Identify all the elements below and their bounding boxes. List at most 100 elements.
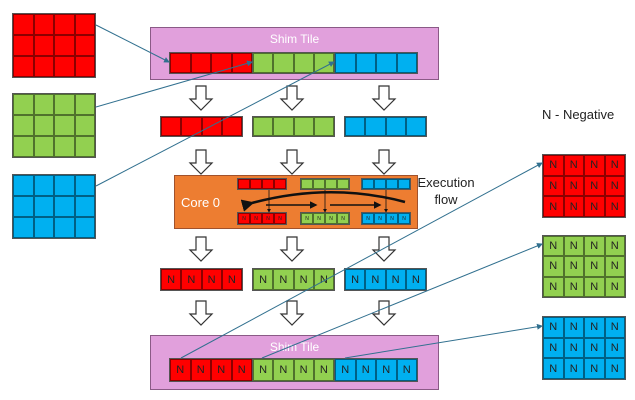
row-cell — [396, 53, 417, 73]
row-cell: N — [273, 269, 294, 290]
row-cell: N — [238, 213, 250, 224]
matrix-cell — [54, 196, 75, 217]
down-arrow-icon-a3 — [371, 85, 397, 111]
shim-tile-top-label: Shim Tile — [269, 32, 320, 46]
matrix-cell — [33, 217, 54, 238]
row-cell: N — [313, 213, 325, 224]
down-arrow-icon-b3 — [371, 149, 397, 175]
matrix-cell: N — [584, 196, 605, 217]
row-cell: N — [293, 359, 314, 381]
row-cell: N — [181, 269, 202, 290]
row-cell: N — [313, 269, 334, 290]
shim-tile-bottom-label: Shim Tile — [269, 340, 320, 354]
matrix-cell — [54, 35, 75, 56]
matrix-cell: N — [563, 236, 584, 257]
matrix-cell: N — [604, 358, 625, 379]
row-cell: N — [345, 269, 366, 290]
row-cell: N — [405, 269, 426, 290]
row-cell — [398, 179, 410, 189]
row-cell: N — [201, 269, 222, 290]
row-cell — [313, 53, 334, 73]
row-cell: N — [253, 269, 274, 290]
matrix-cell: N — [604, 196, 625, 217]
row-cell: N — [274, 213, 286, 224]
row-cell: N — [190, 359, 211, 381]
matrix-cell: N — [563, 276, 584, 297]
matrix-cell: N — [563, 196, 584, 217]
row-cell: N — [211, 359, 232, 381]
row-cell: N — [337, 213, 349, 224]
row-cell: N — [262, 213, 274, 224]
matrix-cell: N — [543, 196, 564, 217]
matrix-cell: N — [563, 155, 584, 176]
matrix-cell — [33, 56, 54, 77]
matrix-cell — [54, 136, 75, 157]
matrix-cell — [13, 136, 34, 157]
matrix-cell — [74, 196, 95, 217]
matrix-cell: N — [563, 358, 584, 379]
matrix-cell: N — [543, 236, 564, 257]
matrix-cell — [74, 175, 95, 196]
row-cell — [190, 53, 211, 73]
input-matrix-blue — [12, 174, 96, 239]
row-cell: N — [362, 213, 374, 224]
matrix-cell — [33, 136, 54, 157]
row-cell: N — [273, 359, 294, 381]
matrix-cell: N — [543, 256, 564, 277]
row-cell: N — [398, 213, 410, 224]
row-cell: N — [170, 359, 191, 381]
row-cell — [293, 117, 314, 136]
matrix-cell: N — [584, 256, 605, 277]
matrix-cell — [13, 14, 34, 35]
distributed-red-row — [160, 116, 243, 137]
down-arrow-icon-a2 — [279, 85, 305, 111]
row-cell — [376, 53, 397, 73]
matrix-cell: N — [584, 358, 605, 379]
legend-negative: N - Negative — [542, 107, 615, 122]
down-arrow-icon-d3 — [371, 300, 397, 326]
row-cell — [335, 53, 356, 73]
row-cell — [238, 179, 250, 189]
matrix-cell: N — [543, 155, 564, 176]
matrix-cell: N — [543, 317, 564, 338]
shim-top-blue-row — [334, 52, 418, 74]
row-cell: N — [365, 269, 386, 290]
matrix-cell — [13, 94, 34, 115]
matrix-cell: N — [584, 337, 605, 359]
matrix-cell — [54, 56, 75, 77]
row-cell — [365, 117, 386, 136]
matrix-cell: N — [543, 358, 564, 379]
row-cell — [273, 117, 294, 136]
row-cell — [385, 117, 406, 136]
row-cell: N — [293, 269, 314, 290]
matrix-cell — [33, 175, 54, 196]
row-cell — [253, 53, 274, 73]
row-cell: N — [374, 213, 386, 224]
row-cell: N — [376, 359, 397, 381]
row-cell — [181, 117, 202, 136]
matrix-cell: N — [604, 155, 625, 176]
row-cell — [273, 53, 294, 73]
row-cell — [345, 117, 366, 136]
row-cell — [221, 117, 242, 136]
matrix-cell: N — [584, 276, 605, 297]
matrix-cell: N — [604, 236, 625, 257]
matrix-cell — [13, 217, 34, 238]
matrix-cell: N — [604, 317, 625, 338]
row-cell — [355, 53, 376, 73]
row-cell: N — [161, 269, 182, 290]
matrix-cell — [33, 115, 54, 136]
row-cell — [211, 53, 232, 73]
matrix-cell — [54, 175, 75, 196]
row-cell: N — [313, 359, 334, 381]
matrix-cell: N — [604, 256, 625, 277]
row-cell — [161, 117, 182, 136]
row-cell — [405, 117, 426, 136]
execution-flow-line2: flow — [434, 192, 458, 207]
matrix-cell: N — [563, 256, 584, 277]
row-cell — [253, 117, 274, 136]
